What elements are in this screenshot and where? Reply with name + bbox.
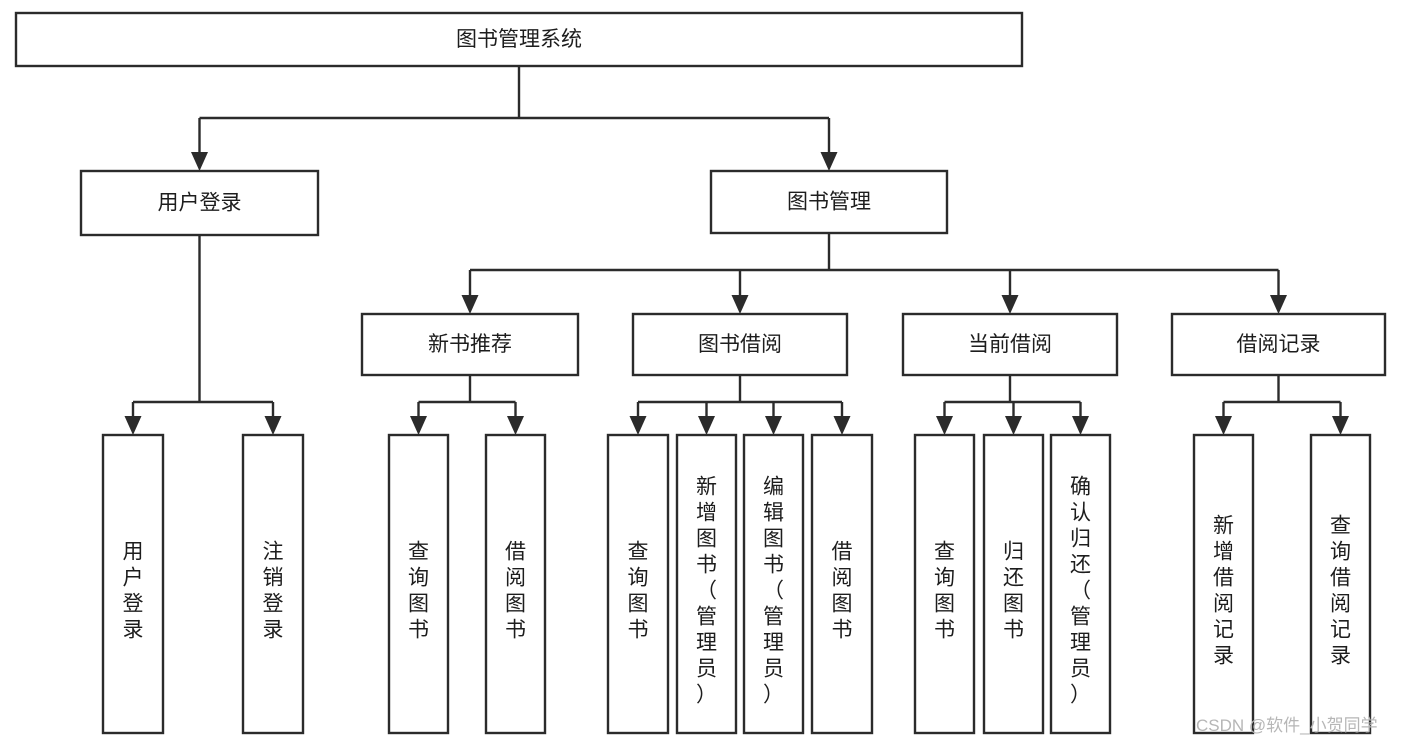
node-leaf-5[interactable]: 新增图书（管理员） [675, 433, 738, 735]
node-label: 查询图书 [628, 540, 649, 641]
connectors-layer [124, 66, 1349, 435]
arrow-head-icon [1215, 416, 1232, 435]
node-leaf-0[interactable]: 用户登录 [101, 433, 165, 735]
arrow-head-icon [1001, 295, 1019, 314]
node-level2-0[interactable]: 用户登录 [79, 169, 320, 237]
arrow-head-icon [461, 295, 479, 314]
node-level2-1[interactable]: 图书管理 [709, 169, 949, 235]
node-box [1192, 433, 1255, 735]
node-root-0[interactable]: 图书管理系统 [14, 11, 1024, 68]
node-box [982, 433, 1045, 735]
node-box [387, 433, 450, 735]
arrow-head-icon [936, 416, 953, 435]
node-box [1170, 312, 1387, 377]
node-level3-2[interactable]: 当前借阅 [901, 312, 1119, 377]
node-label: 新书推荐 [428, 333, 512, 356]
node-label: 图书借阅 [698, 333, 782, 356]
node-box [241, 433, 305, 735]
node-level3-0[interactable]: 新书推荐 [360, 312, 580, 377]
node-label: 图书管理系统 [456, 28, 582, 51]
csdn-watermark: CSDN @软件_小贺同学 [1196, 716, 1378, 735]
node-leaf-3[interactable]: 借阅图书 [484, 433, 547, 735]
node-leaf-1[interactable]: 注销登录 [241, 433, 305, 735]
node-box [810, 433, 874, 735]
arrow-head-icon [833, 416, 851, 435]
node-box [901, 312, 1119, 377]
node-label: 查询图书 [408, 540, 429, 641]
node-label: 图书管理 [787, 191, 871, 214]
node-leaf-2[interactable]: 查询图书 [387, 433, 450, 735]
node-level3-1[interactable]: 图书借阅 [631, 312, 849, 377]
node-box [1309, 433, 1372, 735]
node-leaf-6[interactable]: 编辑图书（管理员） [742, 433, 805, 735]
node-level3-3[interactable]: 借阅记录 [1170, 312, 1387, 377]
node-box [742, 433, 805, 735]
node-box [14, 11, 1024, 68]
node-box [606, 433, 670, 735]
node-leaf-9[interactable]: 归还图书 [982, 433, 1045, 735]
node-box [101, 433, 165, 735]
node-box [913, 433, 976, 735]
node-leaf-8[interactable]: 查询图书 [913, 433, 976, 735]
arrow-head-icon [1270, 295, 1287, 314]
arrow-head-icon [820, 152, 838, 171]
arrow-head-icon [1332, 416, 1349, 435]
arrow-head-icon [629, 416, 647, 435]
node-leaf-4[interactable]: 查询图书 [606, 433, 670, 735]
node-box [360, 312, 580, 377]
nodes-layer: 用户登录图书管理新书推荐图书借阅当前借阅借阅记录用户登录注销登录查询图书借阅图书… [14, 11, 1387, 735]
arrow-head-icon [191, 152, 208, 171]
node-label: 确认归还（管理员） [1070, 475, 1091, 706]
node-label: 当前借阅 [968, 333, 1052, 356]
node-box [631, 312, 849, 377]
arrow-head-icon [1005, 416, 1022, 435]
arrow-head-icon [264, 416, 282, 435]
node-label: 借阅图书 [505, 540, 526, 641]
node-leaf-10[interactable]: 确认归还（管理员） [1049, 433, 1112, 735]
node-label: 借阅记录 [1237, 333, 1321, 356]
arrow-head-icon [124, 416, 142, 435]
arrow-head-icon [731, 295, 749, 314]
node-label: 注销登录 [263, 540, 284, 641]
node-label: 查询图书 [934, 540, 955, 641]
arrow-head-icon [765, 416, 782, 435]
arrow-head-icon [698, 416, 715, 435]
node-label: 借阅图书 [832, 540, 853, 641]
node-leaf-11[interactable]: 新增借阅记录 [1192, 433, 1255, 735]
arrow-head-icon [507, 416, 524, 435]
arrow-head-icon [410, 416, 427, 435]
node-label: 归还图书 [1003, 540, 1024, 641]
node-label: 用户登录 [158, 192, 242, 215]
node-box [484, 433, 547, 735]
node-leaf-7[interactable]: 借阅图书 [810, 433, 874, 735]
node-box [675, 433, 738, 735]
arrow-head-icon [1072, 416, 1089, 435]
node-label: 编辑图书（管理员） [763, 475, 784, 706]
node-box [1049, 433, 1112, 735]
node-leaf-12[interactable]: 查询借阅记录 [1309, 433, 1372, 735]
node-label: 查询借阅记录 [1330, 514, 1351, 667]
node-label: 新增图书（管理员） [696, 475, 717, 706]
node-label: 用户登录 [123, 540, 144, 641]
node-label: 新增借阅记录 [1213, 514, 1234, 667]
node-box [709, 169, 949, 235]
node-box [79, 169, 320, 237]
